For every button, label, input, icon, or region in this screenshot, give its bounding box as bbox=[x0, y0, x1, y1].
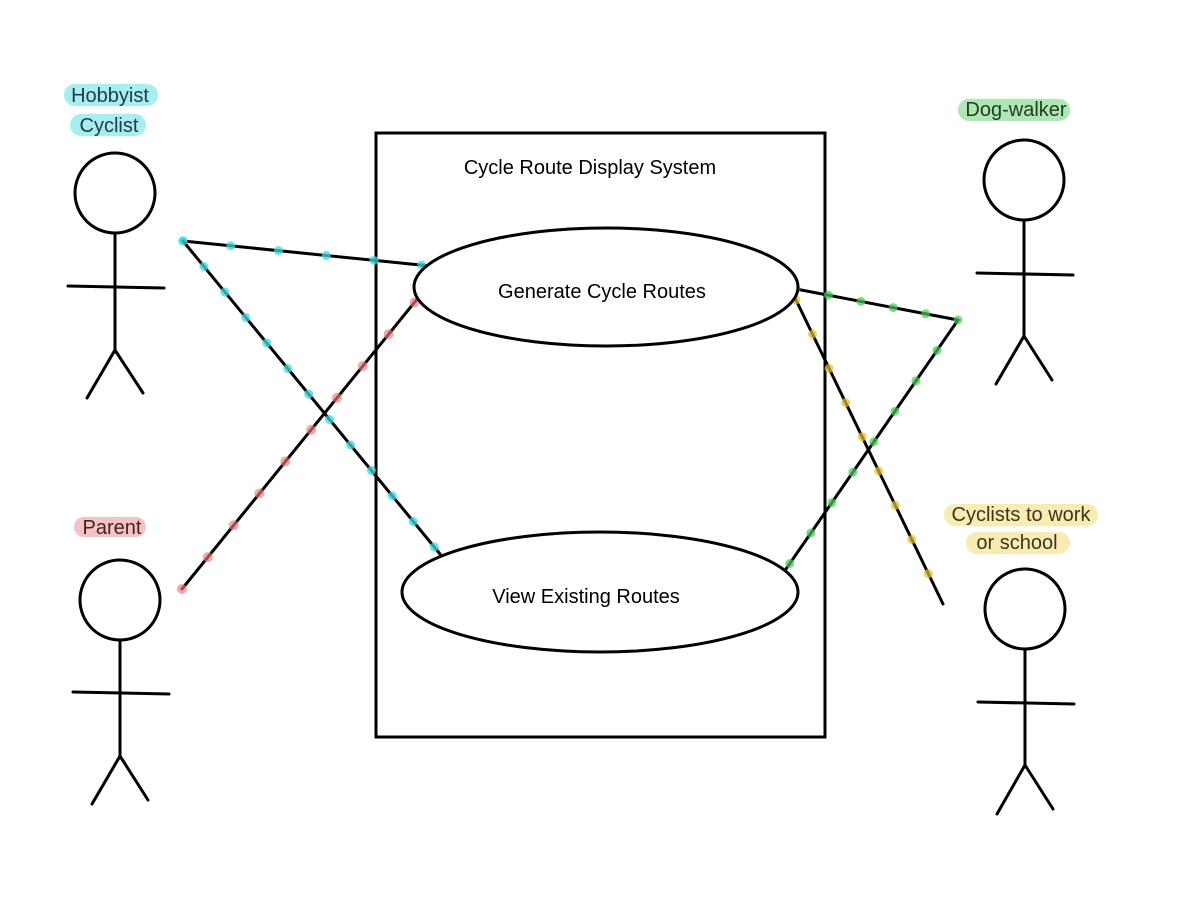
parent-head bbox=[78, 558, 162, 642]
use-case-view-ellipse bbox=[400, 530, 800, 654]
use-case-generate: Generate Cycle Routes bbox=[412, 226, 800, 348]
commuter-label-line2: or school bbox=[976, 532, 1057, 554]
system-boundary bbox=[374, 131, 827, 739]
hobbyist-label-highlight-2 bbox=[70, 114, 146, 136]
commuter-generate-line bbox=[794, 298, 945, 606]
parent-generate-line bbox=[180, 296, 420, 591]
dogwalker-leg-left bbox=[994, 334, 1026, 386]
use-case-view-label: View Existing Routes bbox=[492, 586, 680, 608]
hobbyist-head bbox=[73, 151, 157, 235]
hobbyist-generate-line bbox=[181, 239, 432, 268]
commuter-label-line1: Cyclists to work bbox=[952, 504, 1092, 526]
actor-label-highlights bbox=[64, 84, 1098, 554]
association-lines bbox=[177, 236, 963, 609]
hobbyist-label-line2: Cyclist bbox=[80, 115, 139, 137]
parent-arms bbox=[71, 690, 171, 696]
dogwalker-arms bbox=[975, 271, 1075, 277]
use-case-view: View Existing Routes bbox=[400, 530, 800, 654]
commuter-label-highlight-2 bbox=[966, 532, 1070, 554]
parent-leg-left bbox=[90, 754, 122, 806]
hobbyist-leg-left bbox=[85, 348, 117, 400]
commuter-label-highlight bbox=[944, 504, 1098, 526]
hobbyist-arms bbox=[66, 284, 166, 290]
actor-hobbyist-cyclist: Hobbyist Cyclist bbox=[66, 85, 166, 400]
actor-parent: Parent bbox=[71, 517, 171, 806]
parent-label: Parent bbox=[83, 517, 142, 539]
commuter-leg-right bbox=[1023, 763, 1055, 811]
hobbyist-label-highlight bbox=[64, 84, 158, 106]
dogwalker-generate-line bbox=[794, 287, 960, 322]
dogwalker-label: Dog-walker bbox=[965, 99, 1066, 121]
commuter-arms bbox=[976, 700, 1076, 706]
commuter-head bbox=[983, 567, 1067, 651]
hobbyist-view-line-color bbox=[178, 236, 445, 559]
parent-leg-right bbox=[118, 754, 150, 802]
actor-commuter-cyclists: Cyclists to work or school bbox=[952, 504, 1092, 816]
hobbyist-label-line1: Hobbyist bbox=[71, 85, 149, 107]
actor-dog-walker: Dog-walker bbox=[965, 99, 1075, 386]
use-case-generate-label: Generate Cycle Routes bbox=[498, 281, 706, 303]
dogwalker-head bbox=[982, 138, 1066, 222]
commuter-leg-left bbox=[995, 763, 1027, 816]
dogwalker-label-highlight bbox=[958, 99, 1070, 121]
dogwalker-view-line-color bbox=[781, 315, 963, 574]
parent-label-highlight bbox=[74, 517, 146, 537]
dogwalker-leg-right bbox=[1022, 334, 1054, 382]
use-case-generate-ellipse bbox=[412, 226, 800, 348]
hobbyist-leg-right bbox=[113, 348, 145, 395]
system-title: Cycle Route Display System bbox=[464, 157, 716, 179]
